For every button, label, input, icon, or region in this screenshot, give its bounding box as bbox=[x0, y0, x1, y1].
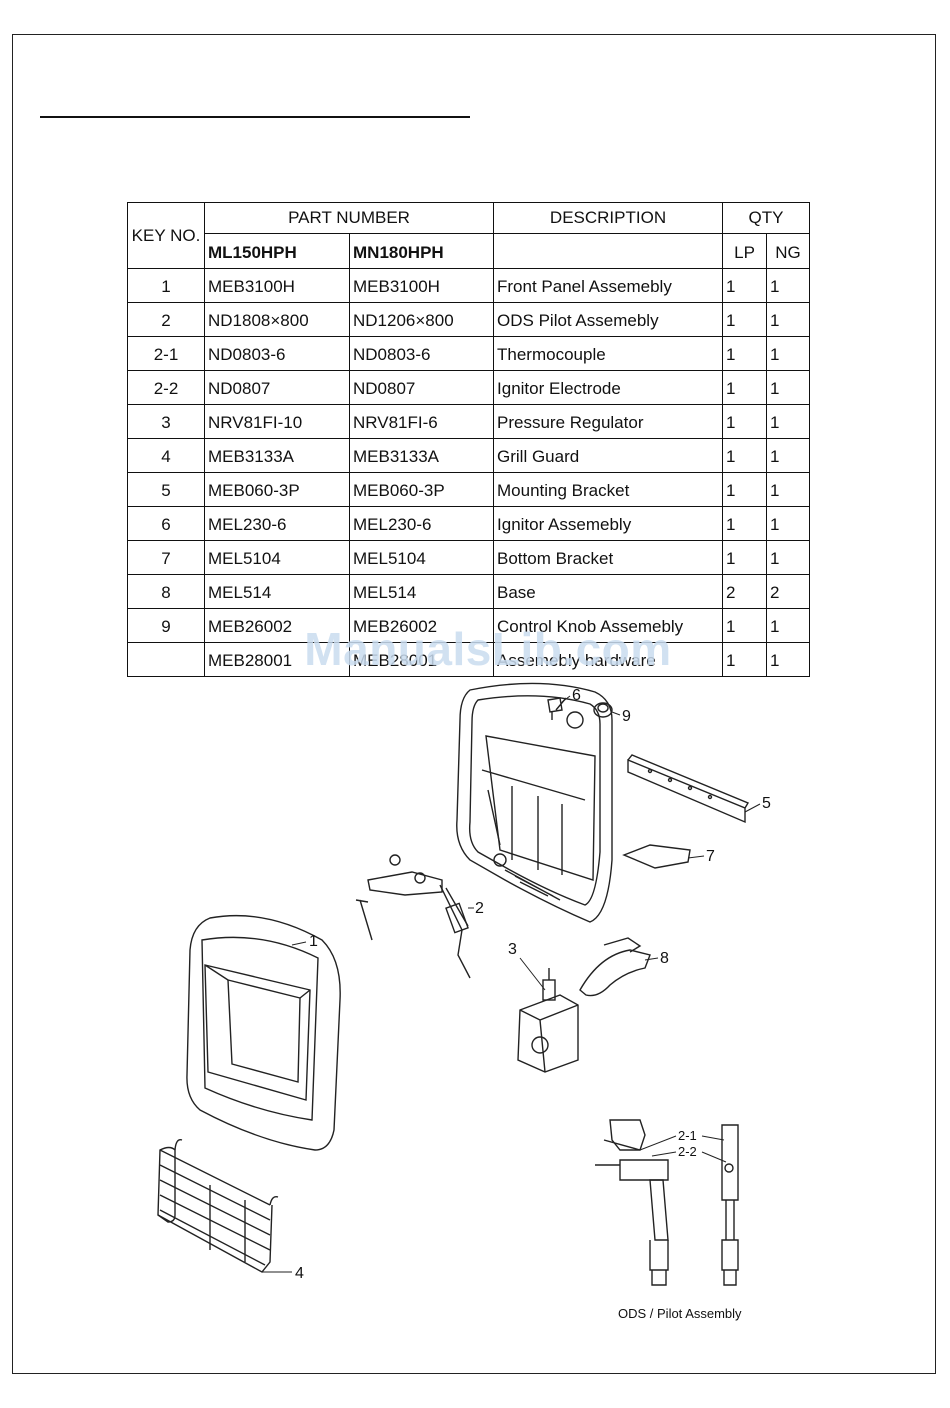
ml150hph-part-cell: ND1808×800 bbox=[204, 302, 350, 337]
lp-qty-cell: 2 bbox=[722, 574, 768, 609]
mn180hph-part-cell: ND1206×800 bbox=[348, 302, 495, 337]
mn180hph-part-cell: MEB26002 bbox=[348, 608, 495, 643]
header-lp: LP bbox=[722, 233, 768, 269]
mn180hph-part-cell: MEB060-3P bbox=[348, 472, 495, 507]
front-panel-drawing bbox=[186, 914, 341, 1151]
heater-body-drawing bbox=[456, 682, 613, 923]
ng-qty-cell: 1 bbox=[766, 370, 811, 405]
header-ng: NG bbox=[766, 233, 811, 269]
callout-8: 8 bbox=[660, 950, 669, 967]
control-knob-drawing bbox=[593, 702, 613, 718]
description-cell: Base bbox=[493, 574, 724, 609]
ml150hph-part-cell: MEB3133A bbox=[204, 438, 350, 473]
mounting-bracket-drawing bbox=[627, 754, 750, 824]
key-cell: 9 bbox=[127, 608, 205, 643]
header-description-blank bbox=[493, 233, 724, 269]
key-cell: 2-1 bbox=[127, 336, 205, 371]
ods-pilot-assembly-drawing bbox=[355, 854, 471, 979]
callout-9: 9 bbox=[622, 708, 631, 725]
mn180hph-part-cell: NRV81FI-6 bbox=[348, 404, 495, 439]
description-cell: Mounting Bracket bbox=[493, 472, 724, 507]
key-cell bbox=[127, 642, 205, 677]
mn180hph-part-cell: MEB28001 bbox=[348, 642, 495, 677]
grill-guard-drawing bbox=[157, 1139, 279, 1273]
base-drawing bbox=[579, 937, 651, 997]
callout-7: 7 bbox=[706, 848, 715, 865]
ml150hph-part-cell: ND0803-6 bbox=[204, 336, 350, 371]
callout-2-1: 2-1 bbox=[678, 1128, 697, 1143]
description-cell: Thermocouple bbox=[493, 336, 724, 371]
mn180hph-part-cell: ND0803-6 bbox=[348, 336, 495, 371]
ng-qty-cell: 1 bbox=[766, 438, 811, 473]
ng-qty-cell: 1 bbox=[766, 642, 811, 677]
callout-2: 2 bbox=[475, 900, 484, 917]
bottom-bracket-drawing bbox=[622, 844, 691, 869]
callout-2-2: 2-2 bbox=[678, 1144, 697, 1159]
callout-3: 3 bbox=[508, 941, 517, 958]
description-cell: Front Panel Assemebly bbox=[493, 268, 724, 303]
key-cell: 5 bbox=[127, 472, 205, 507]
ng-qty-cell: 1 bbox=[766, 336, 811, 371]
lp-qty-cell: 1 bbox=[722, 268, 768, 303]
callout-6: 6 bbox=[572, 687, 581, 704]
ml150hph-part-cell: MEB28001 bbox=[204, 642, 350, 677]
mn180hph-part-cell: MEB3100H bbox=[348, 268, 495, 303]
description-cell: Control Knob Assemebly bbox=[493, 608, 724, 643]
header-part-number: PART NUMBER bbox=[203, 202, 495, 234]
header-description: DESCRIPTION bbox=[493, 202, 724, 234]
header-model-ml150hph: ML150HPH bbox=[204, 233, 350, 269]
watermark: ManualsLib.com bbox=[304, 623, 672, 675]
description-cell: Ignitor Assemebly bbox=[493, 506, 724, 541]
key-cell: 2-2 bbox=[127, 370, 205, 405]
ods-pilot-caption: ODS / Pilot Assembly bbox=[618, 1306, 742, 1321]
key-cell: 2 bbox=[127, 302, 205, 337]
description-cell: Ignitor Electrode bbox=[493, 370, 724, 405]
callout-5: 5 bbox=[762, 795, 771, 812]
ng-qty-cell: 1 bbox=[766, 506, 811, 541]
ng-qty-cell: 1 bbox=[766, 404, 811, 439]
description-cell: Pressure Regulator bbox=[493, 404, 724, 439]
mn180hph-part-cell: MEB3133A bbox=[348, 438, 495, 473]
key-cell: 4 bbox=[127, 438, 205, 473]
ods-pilot-detail-drawing bbox=[595, 1119, 739, 1286]
ng-qty-cell: 2 bbox=[766, 574, 811, 609]
parts-table: KEY NO. PART NUMBER DESCRIPTION QTY ML15… bbox=[127, 202, 811, 677]
ng-qty-cell: 1 bbox=[766, 268, 811, 303]
pressure-regulator-drawing bbox=[517, 968, 579, 1073]
description-cell: Bottom Bracket bbox=[493, 540, 724, 575]
page-frame bbox=[12, 34, 936, 1374]
callout-leaders bbox=[262, 695, 761, 1273]
callout-4: 4 bbox=[295, 1265, 304, 1282]
header-key-no: KEY NO. bbox=[127, 202, 205, 269]
key-cell: 8 bbox=[127, 574, 205, 609]
mn180hph-part-cell: MEL5104 bbox=[348, 540, 495, 575]
mn180hph-part-cell: MEL230-6 bbox=[348, 506, 495, 541]
key-cell: 1 bbox=[127, 268, 205, 303]
ml150hph-part-cell: MEL230-6 bbox=[204, 506, 350, 541]
description-cell: Assemebly hardware bbox=[493, 642, 724, 677]
title-underline bbox=[40, 116, 470, 118]
ng-qty-cell: 1 bbox=[766, 540, 811, 575]
callout-1: 1 bbox=[309, 933, 318, 950]
header-qty: QTY bbox=[722, 202, 811, 234]
mn180hph-part-cell: ND0807 bbox=[348, 370, 495, 405]
ng-qty-cell: 1 bbox=[766, 302, 811, 337]
lp-qty-cell: 1 bbox=[722, 438, 768, 473]
